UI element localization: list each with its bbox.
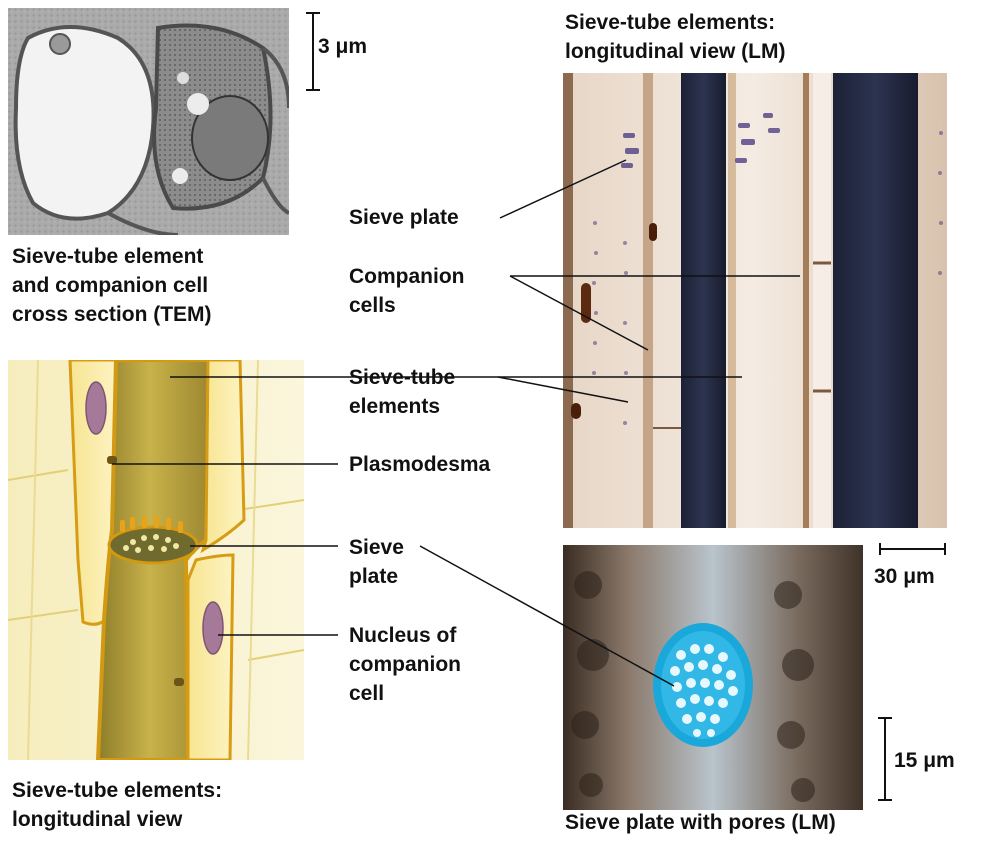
caption-illustration: Sieve-tube elements: longitudinal view xyxy=(12,779,223,831)
label-nucleus-companion-cell: Nucleus of companion cell xyxy=(349,624,462,705)
label-sieve-tube-elements: Sieve-tube elements xyxy=(349,366,456,418)
scale-label-30um: 30 μm xyxy=(874,565,935,588)
illustration-longitudinal xyxy=(8,360,304,760)
label-companion-cells: Companion cells xyxy=(349,265,465,317)
lm-longitudinal-micrograph xyxy=(563,73,947,528)
caption-lm-longitudinal: Sieve-tube elements: longitudinal view (… xyxy=(565,11,786,63)
scale-label-3um: 3 μm xyxy=(318,35,368,58)
lm-sieve-plate-micrograph xyxy=(563,545,863,810)
caption-sieve-plate-pores: Sieve plate with pores (LM) xyxy=(565,811,836,834)
caption-tem: Sieve-tube element and companion cell cr… xyxy=(12,245,212,326)
scale-label-15um: 15 μm xyxy=(894,749,955,772)
label-sieve-plate-top: Sieve plate xyxy=(349,206,459,229)
label-sieve-plate-mid: Sieve plate xyxy=(349,536,404,588)
label-plasmodesma: Plasmodesma xyxy=(349,453,491,476)
tem-micrograph xyxy=(8,8,289,235)
